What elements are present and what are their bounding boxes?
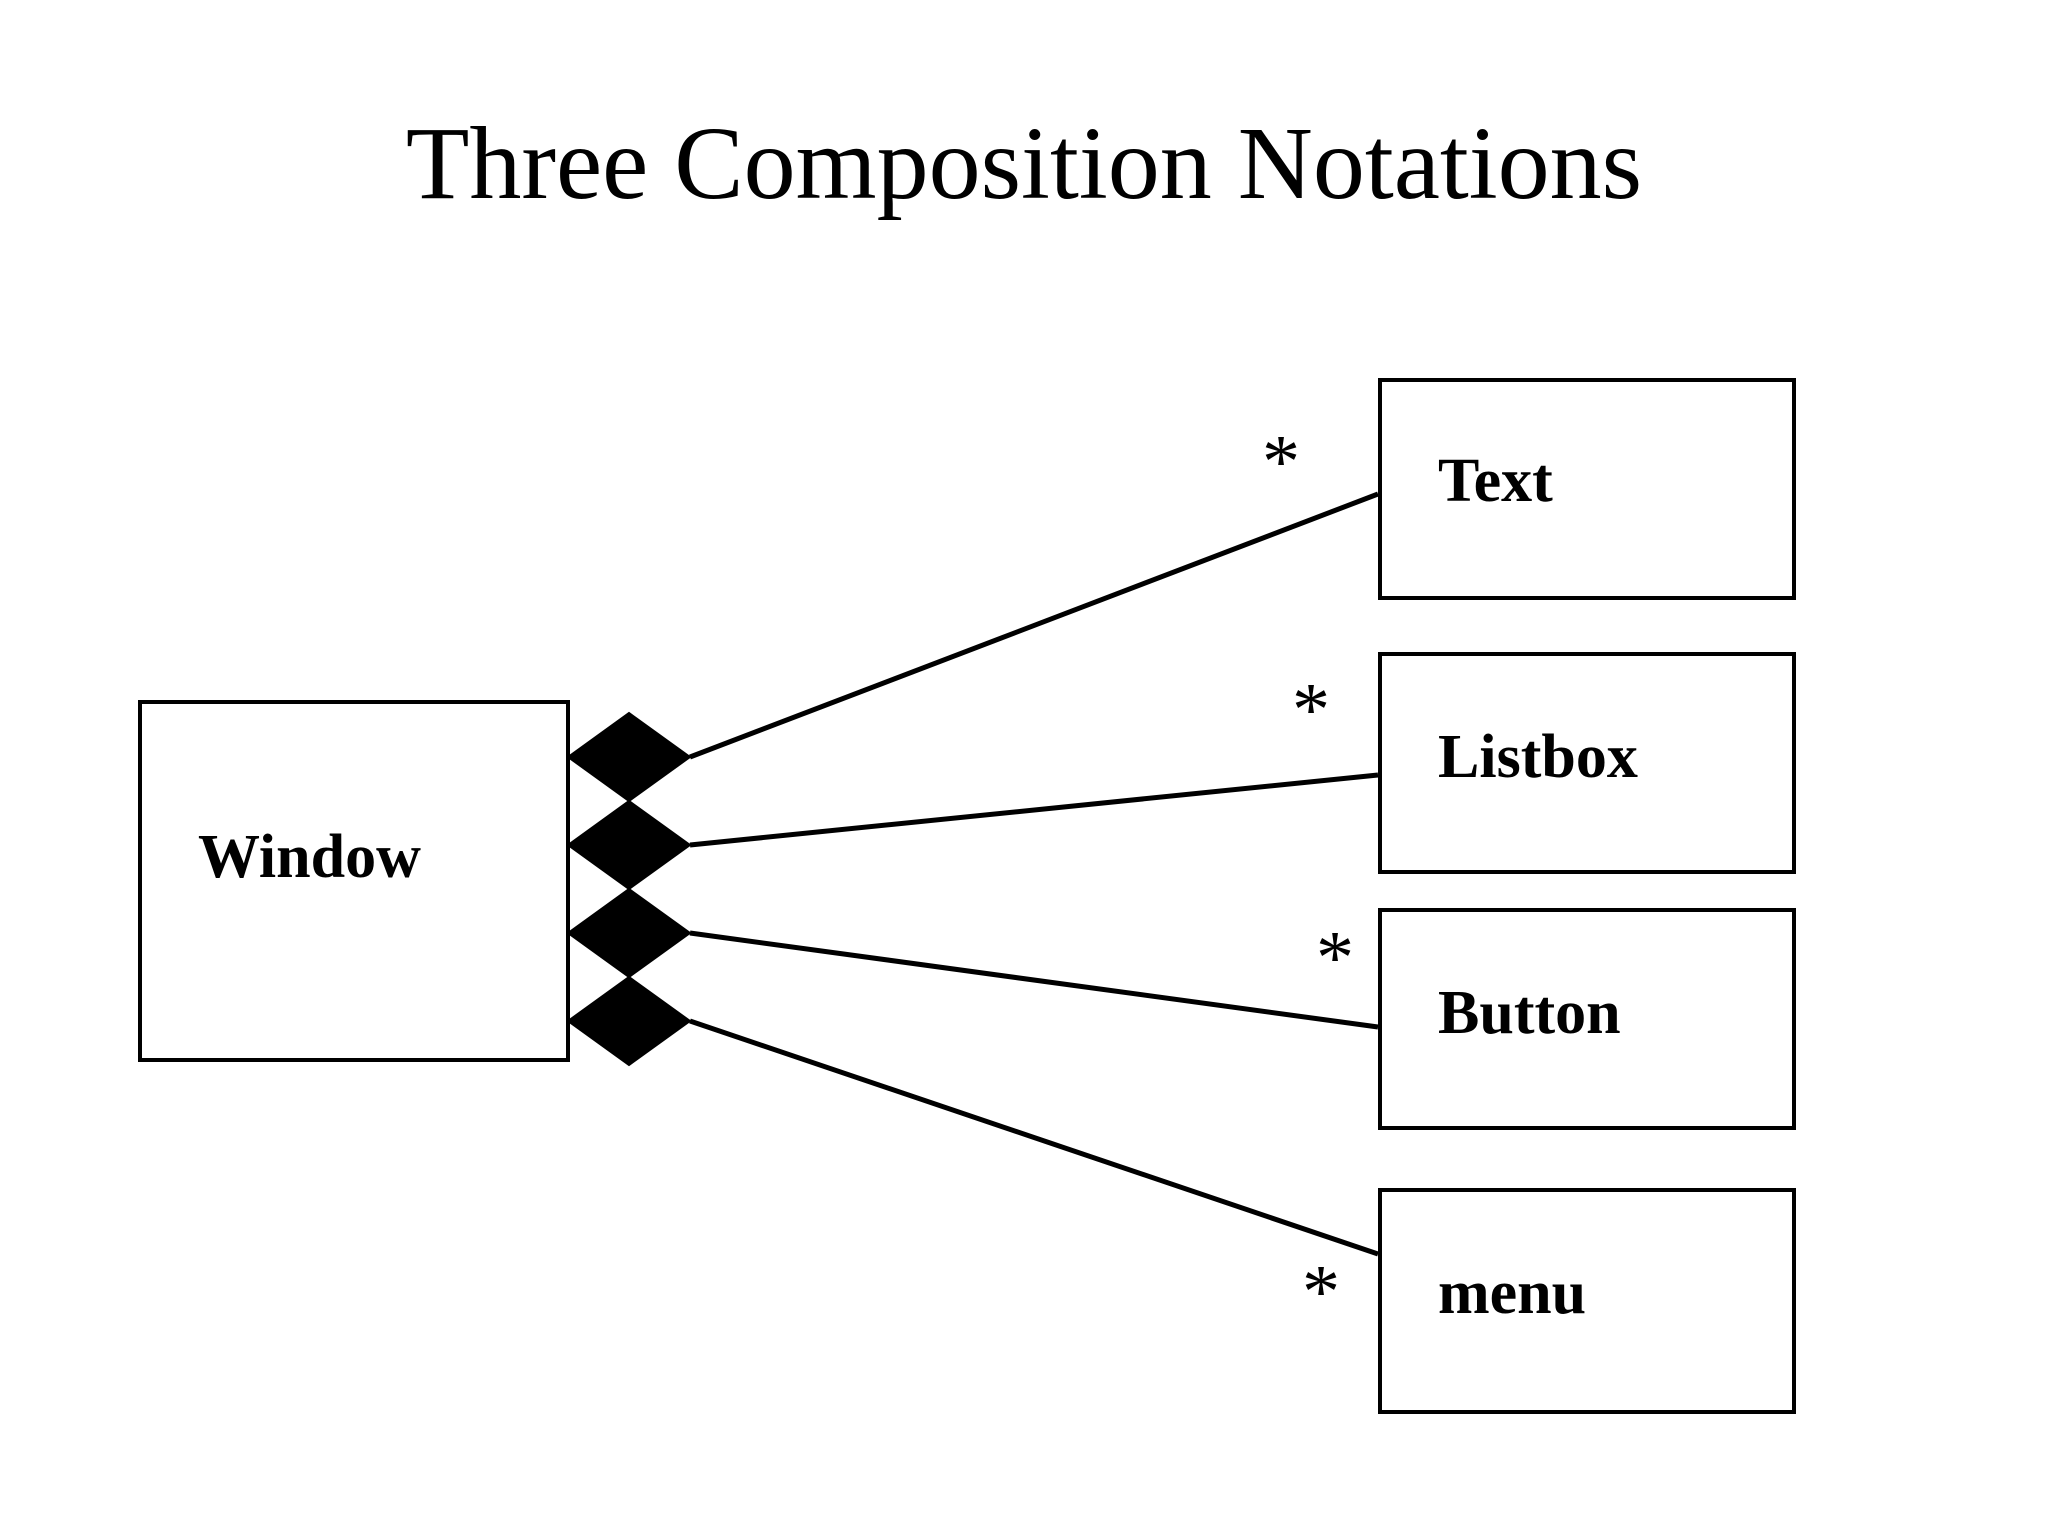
- composition-line-listbox: [689, 772, 1379, 848]
- multiplicity-listbox: *: [1292, 668, 1330, 752]
- composition-diamond-listbox: [566, 799, 692, 891]
- class-box-listbox[interactable]: [1378, 652, 1796, 874]
- class-label-button: Button: [1438, 979, 1621, 1047]
- composition-line-text: [689, 491, 1379, 760]
- composition-line-button: [689, 930, 1379, 1030]
- multiplicity-text: *: [1262, 420, 1300, 504]
- class-label-window: Window: [198, 823, 421, 891]
- composition-diamond-text: [566, 711, 692, 803]
- class-box-text[interactable]: [1378, 378, 1796, 600]
- composition-diamond-menu: [566, 975, 692, 1067]
- page-title: Three Composition Notations: [405, 106, 1643, 221]
- class-box-window[interactable]: [138, 700, 570, 1062]
- multiplicity-menu: *: [1302, 1250, 1340, 1334]
- multiplicity-button: *: [1316, 916, 1354, 1000]
- class-box-button[interactable]: [1378, 908, 1796, 1130]
- class-label-menu: menu: [1438, 1259, 1587, 1327]
- class-label-text: Text: [1438, 447, 1553, 515]
- composition-diamond-button: [566, 887, 692, 979]
- class-box-menu[interactable]: [1378, 1188, 1796, 1414]
- class-label-listbox: Listbox: [1438, 723, 1638, 791]
- composition-line-menu: [689, 1018, 1379, 1257]
